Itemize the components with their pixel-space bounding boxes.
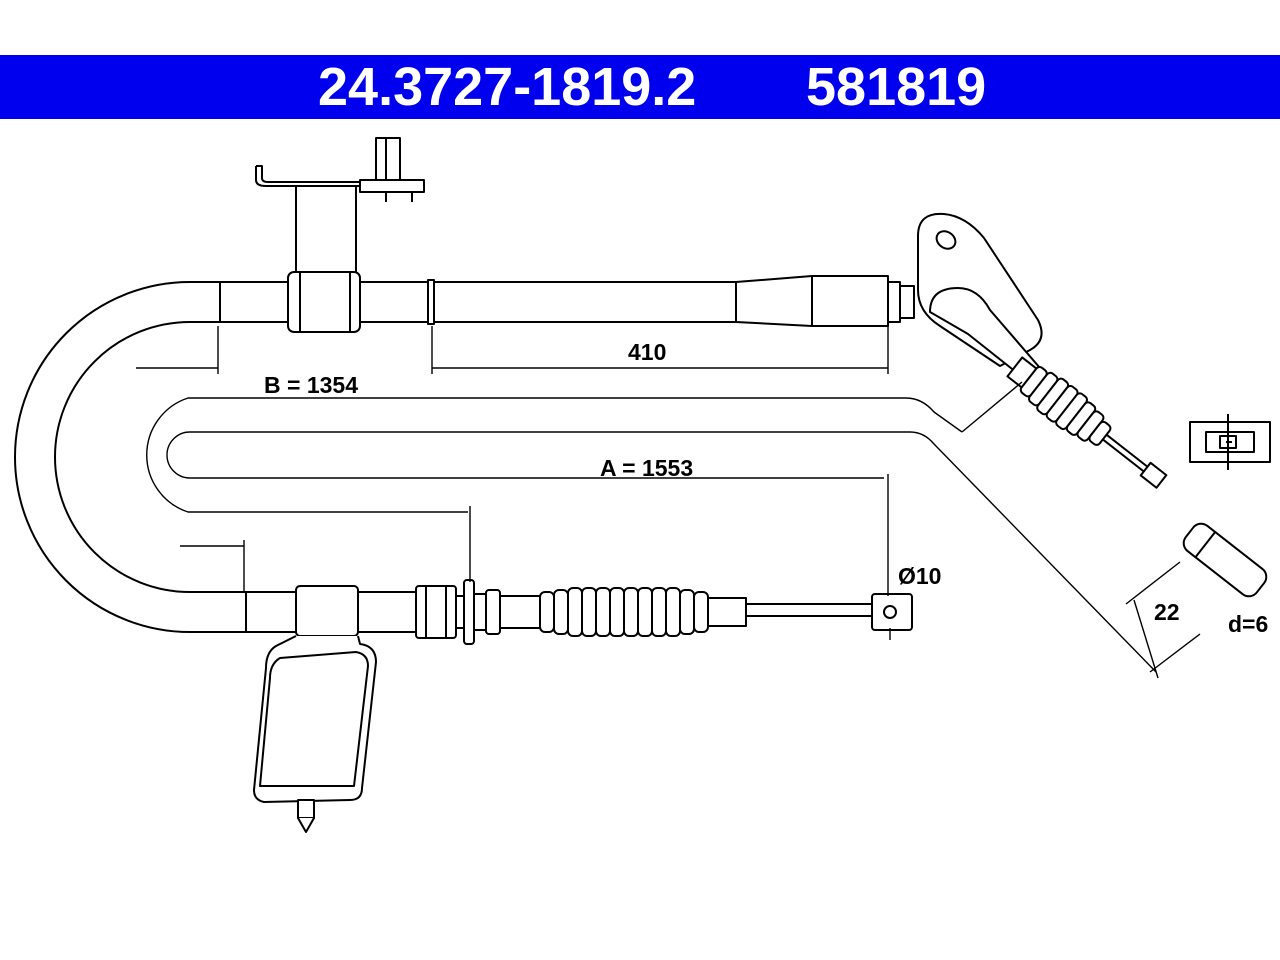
title-bar: 24.3727-1819.2 581819 <box>0 55 1280 119</box>
right-bellows <box>1006 356 1168 489</box>
lower-sheath <box>245 579 541 645</box>
upper-sheath <box>219 271 915 333</box>
end-detail-symbol <box>1189 414 1271 470</box>
lower-handle <box>253 635 377 833</box>
part-number: 24.3727-1819.2 <box>318 57 697 117</box>
cable-path-trace <box>146 397 1157 673</box>
dim-diameter-label: Ø10 <box>898 563 941 589</box>
dim-22-label: 22 <box>1154 599 1180 625</box>
dim-a-label: A = 1553 <box>600 455 693 481</box>
right-bracket <box>917 212 1043 381</box>
lower-bellows <box>539 587 913 637</box>
dim-d-label: d=6 <box>1228 611 1268 637</box>
reference-number: 581819 <box>806 57 987 117</box>
dim-410-label: 410 <box>628 339 666 365</box>
cable-sheath-u <box>14 281 246 633</box>
dimension-lines <box>136 326 1201 679</box>
dim-b-label: B = 1354 <box>264 372 358 398</box>
right-end-fitting <box>1182 522 1268 598</box>
top-bracket <box>255 137 425 272</box>
